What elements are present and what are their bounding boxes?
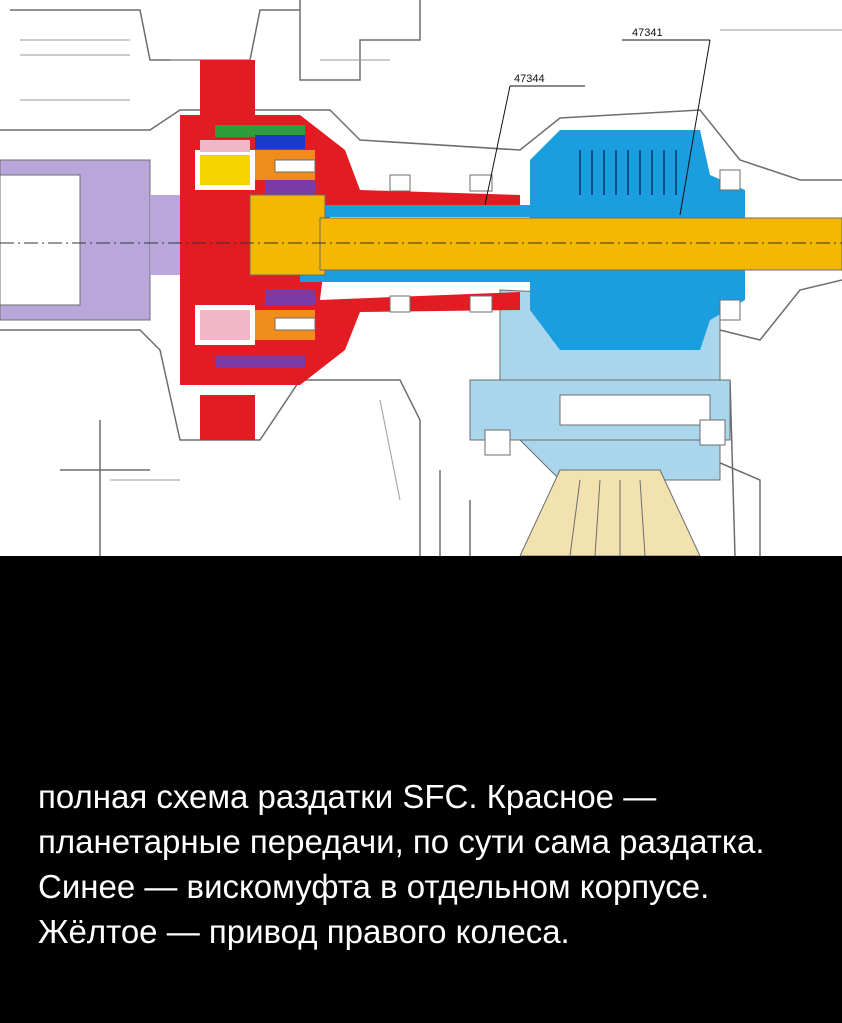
- bevel-gear: [519, 469, 701, 556]
- part-labels: 47341 47344: [484, 27, 711, 216]
- bearings: [389, 169, 741, 456]
- label-47341: 47341: [632, 27, 663, 39]
- transfer-case-diagram: 47341 47344: [0, 0, 842, 556]
- viscous-coupling: [300, 130, 745, 350]
- label-47344: 47344: [514, 73, 545, 85]
- coupling-plates: [579, 150, 677, 195]
- input-flange: [0, 159, 250, 321]
- right-wheel-shaft: [249, 194, 842, 276]
- planetary-inner: [195, 125, 316, 367]
- caption-text: полная схема раздатки SFC. Красное — пла…: [38, 778, 765, 950]
